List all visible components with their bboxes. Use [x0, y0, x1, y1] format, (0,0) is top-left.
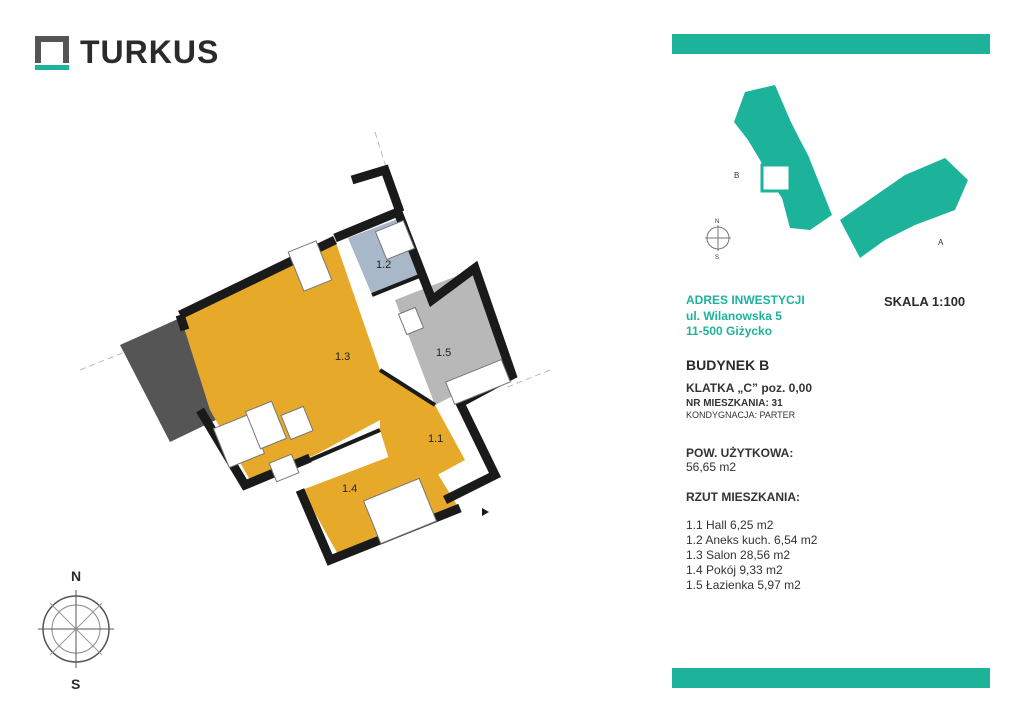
small-compass-icon: N S [705, 219, 731, 261]
scale-label: SKALA 1:100 [884, 294, 966, 309]
bottom-accent-bar [672, 668, 990, 688]
address-street: ul. Wilanowska 5 [686, 309, 782, 323]
site-label-a: A [938, 238, 944, 247]
svg-text:S: S [715, 255, 719, 261]
staircase-label: KLATKA „C” poz. 0,00 [686, 381, 813, 395]
room-1-3 [180, 240, 380, 480]
rooms-heading: RZUT MIESZKANIA: [686, 490, 800, 504]
top-accent-bar [672, 34, 990, 54]
room-item: 1.4 Pokój 9,33 m2 [686, 563, 783, 577]
plan-label-1-2: 1.2 [376, 259, 391, 271]
brand-name: TURKUS [80, 34, 220, 70]
compass-south: S [71, 676, 80, 692]
room-item: 1.5 Łazienka 5,97 m2 [686, 578, 801, 592]
room-item: 1.1 Hall 6,25 m2 [686, 518, 774, 532]
address-city: 11-500 Giżycko [686, 324, 773, 338]
usable-area-value: 56,65 m2 [686, 460, 737, 474]
entrance-arrow-icon [482, 508, 489, 516]
building-label: BUDYNEK B [686, 357, 770, 373]
room-item: 1.2 Aneks kuch. 6,54 m2 [686, 533, 818, 547]
floor-plan: 1.3 1.2 1.5 1.1 1.4 [80, 131, 551, 566]
floor-label: KONDYGNACJA: PARTER [686, 410, 796, 420]
logo-icon [35, 36, 69, 70]
plan-label-1-4: 1.4 [342, 483, 357, 495]
address-heading: ADRES INWESTYCJI [686, 293, 805, 307]
terrace [120, 318, 220, 442]
room-item: 1.3 Salon 28,56 m2 [686, 548, 791, 562]
plan-label-1-3: 1.3 [335, 351, 350, 363]
apartment-number: NR MIESZKANIA: 31 [686, 398, 783, 409]
site-plan: B A N S [705, 85, 968, 261]
usable-area-label: POW. UŻYTKOWA: [686, 446, 794, 460]
plan-label-1-5: 1.5 [436, 347, 451, 359]
compass-icon: N S [38, 568, 114, 692]
plan-label-1-1: 1.1 [428, 433, 443, 445]
compass-north: N [71, 568, 81, 584]
site-label-b: B [734, 171, 739, 180]
svg-text:N: N [715, 219, 719, 225]
